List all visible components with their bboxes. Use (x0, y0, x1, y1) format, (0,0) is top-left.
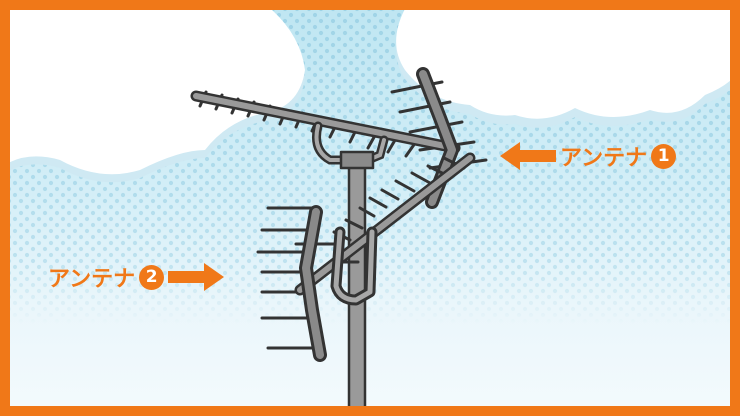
antenna-2 (256, 152, 476, 362)
cloud-right (396, 10, 730, 128)
antenna-2-label: アンテナ (48, 267, 136, 292)
arrow-left-icon (500, 142, 556, 170)
cloud-left (10, 10, 305, 183)
number-badge-icon: 2 (139, 264, 165, 290)
number-badge-icon: 1 (651, 143, 677, 169)
antenna-1-label: アンテナ (560, 146, 648, 171)
antenna-2-callout: アンテナ 2 (48, 261, 225, 293)
arrow-right-icon (168, 263, 225, 291)
antenna-1-callout: アンテナ 1 (500, 140, 677, 172)
